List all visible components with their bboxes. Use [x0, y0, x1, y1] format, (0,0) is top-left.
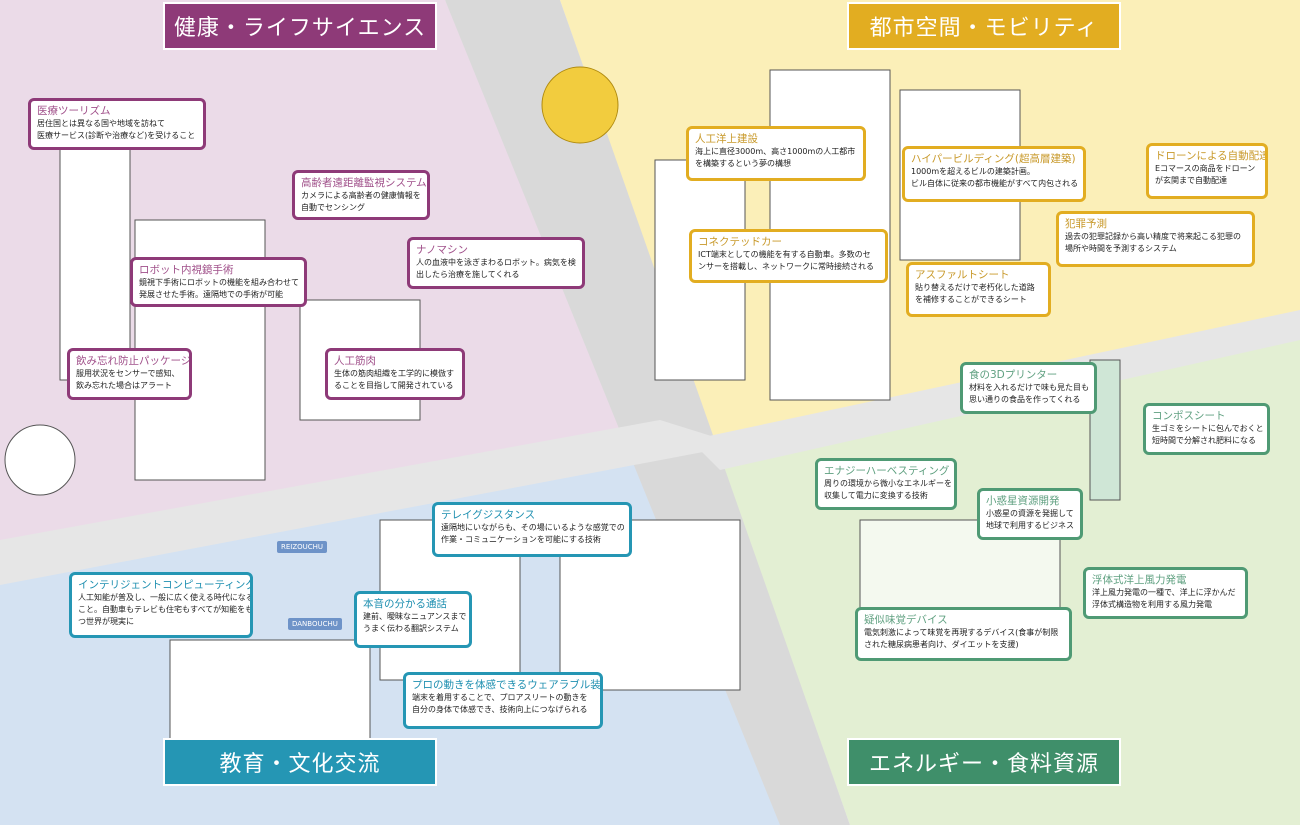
callout-title: 高齢者遠距離監視システム	[301, 177, 427, 189]
callout-line: 飲み忘れた場合はアラート	[76, 381, 172, 390]
callout-asteroid-mining: 小惑星資源開発小惑星の資源を発掘して地球で利用するビジネス	[977, 488, 1083, 540]
callout-line: こと。自動車もテレビも住宅もすべてが知能をも	[78, 605, 253, 614]
main-road	[445, 0, 850, 825]
callout-line: が玄関まで自動配達	[1155, 176, 1227, 185]
callout-title: 犯罪予測	[1065, 218, 1107, 230]
dome	[541, 66, 619, 144]
callout-connected-car: コネクテッドカー ICT端末としての機能を有する自動車。多数のセンサーを搭載し、ネ…	[689, 229, 888, 283]
callout-line: 医療サービス(診断や治療など)を受けること	[37, 131, 196, 140]
callout-line: 出したら治療を施してくれる	[416, 270, 520, 279]
callout-ocean-city: 人工洋上建設海上に直径3000m、高さ1000mの人工都市を構築するという夢の構…	[686, 126, 866, 181]
fridge-tag: REIZOUCHU	[277, 541, 328, 553]
callout-nanomachine: ナノマシン人の血液中を泳ぎまわるロボット。病気を検出したら治療を施してくれる	[407, 237, 585, 289]
callout-title: ナノマシン	[416, 244, 468, 256]
callout-title: 人工洋上建設	[695, 133, 758, 145]
header-city: 都市空間・モビリティ	[847, 2, 1121, 50]
callout-title: プロの動きを体感できるウェアラブル装置	[412, 679, 603, 691]
callout-medical-tourism: 医療ツーリズム居住国とは異なる国や地域を訪ねて医療サービス(診断や治療など)を受…	[28, 98, 206, 150]
callout-line: ICT端末としての機能を有する自動車。多数のセ	[698, 250, 871, 259]
callout-line: 思い通りの食品を作ってくれる	[969, 395, 1081, 404]
callout-title: 本音の分かる通話	[363, 598, 447, 610]
callout-line: 材料を入れるだけで味も見た目も	[969, 383, 1089, 392]
cross-road	[0, 420, 740, 585]
callout-line: 生ゴミをシートに包んでおくと	[1152, 424, 1264, 433]
header-energy: エネルギー・食料資源	[847, 738, 1121, 786]
callout-line: 1000mを超えるビルの建築計画。	[911, 167, 1035, 176]
callout-line: ることを目指して開発されている	[334, 381, 454, 390]
callout-line: 貼り替えるだけで老朽化した道路	[915, 283, 1035, 292]
callout-asphalt-sheet: アスファルトシート貼り替えるだけで老朽化した道路を補修することができるシート	[906, 262, 1051, 317]
callout-elderly-monitor: 高齢者遠距離監視システムカメラによる高齢者の健康情報を自動でセンシング	[292, 170, 430, 220]
callout-title: 医療ツーリズム	[37, 105, 111, 117]
callout-crime-prediction: 犯罪予測過去の犯罪記録から高い精度で将来起こる犯罪の場所や時間を予測するシステム	[1056, 211, 1255, 267]
callout-robot-endoscope: ロボット内視鏡手術鏡視下手術にロボットの機能を組み合わせて発展させた手術。遠隔地…	[130, 257, 307, 307]
callout-line: カメラによる高齢者の健康情報を	[301, 191, 421, 200]
callout-line: 浮体式構造物を利用する風力発電	[1092, 600, 1212, 609]
callout-line: 人の血液中を泳ぎまわるロボット。病気を検	[416, 258, 576, 267]
callout-title: インテリジェントコンピューティング	[78, 579, 253, 591]
callout-line: を構築するという夢の構想	[695, 159, 791, 168]
callout-line: 建前、曖昧なニュアンスまで	[363, 612, 467, 621]
callout-line: うまく伝わる翻訳システム	[363, 624, 459, 633]
callout-line: 場所や時間を予測するシステム	[1065, 244, 1177, 253]
callout-intelligent-computing: インテリジェントコンピューティング人工知能が普及し、一般に広く使える時代になるこ…	[69, 572, 253, 638]
callout-line: を補修することができるシート	[915, 295, 1027, 304]
callout-line: 人工知能が普及し、一般に広く使える時代になる	[78, 593, 253, 602]
header-education: 教育・文化交流	[163, 738, 437, 786]
callout-line: 居住国とは異なる国や地域を訪ねて	[37, 119, 165, 128]
callout-line: 海上に直径3000m、高さ1000mの人工都市	[695, 147, 856, 156]
callout-floating-wind: 浮体式洋上風力発電洋上風力発電の一種で、洋上に浮かんだ浮体式構造物を利用する風力…	[1083, 567, 1248, 619]
callout-title: ロボット内視鏡手術	[139, 264, 234, 276]
callout-line: 自動でセンシング	[301, 203, 365, 212]
callout-energy-harvesting: エナジーハーベスティング周りの環境から微小なエネルギーを収集して電力に変換する技…	[815, 458, 957, 510]
callout-line: 遠隔地にいながらも、その場にいるような感覚での	[441, 523, 625, 532]
callout-wearable: プロの動きを体感できるウェアラブル装置端末を着用することで、プロアスリートの動き…	[403, 672, 603, 729]
callout-line: ビル自体に従来の都市機能がすべて内包される	[911, 179, 1079, 188]
callout-artificial-muscle: 人工筋肉生体の筋肉組織を工学的に模倣することを目指して開発されている	[325, 348, 465, 400]
callout-food-3d-printer: 食の3Dプリンター材料を入れるだけで味も見た目も思い通りの食品を作ってくれる	[960, 362, 1097, 414]
callout-line: 発展させた手術。遠隔地での手術が可能	[139, 290, 283, 299]
callout-line: 周りの環境から微小なエネルギーを	[824, 479, 952, 488]
dome-left	[4, 424, 76, 496]
callout-title: ハイパービルディング(超高層建築)	[911, 153, 1076, 165]
callout-line: 地球で利用するビジネス	[986, 521, 1074, 530]
callout-line: された糖尿病患者向け、ダイエットを支援)	[864, 640, 1019, 649]
callout-title: 人工筋肉	[334, 355, 376, 367]
callout-taste-device: 疑似味覚デバイス電気刺激によって味覚を再現するデバイス(食事が制限された糖尿病患…	[855, 607, 1072, 661]
callout-title: テレイグジスタンス	[441, 509, 536, 521]
callout-line: つ世界が現実に	[78, 617, 134, 626]
callout-drone-delivery: ドローンによる自動配達 Eコマースの商品をドローンが玄関まで自動配達	[1146, 143, 1268, 199]
callout-title: ドローンによる自動配達	[1155, 150, 1268, 162]
callout-title: 疑似味覚デバイス	[864, 614, 948, 626]
callout-line: 洋上風力発電の一種で、洋上に浮かんだ	[1092, 588, 1236, 597]
callout-title: 食の3Dプリンター	[969, 369, 1058, 381]
callout-line: 作業・コミュニケーションを可能にする技術	[441, 535, 601, 544]
header-health: 健康・ライフサイエンス	[163, 2, 437, 50]
callout-title: 浮体式洋上風力発電	[1092, 574, 1187, 586]
callout-compost-sheet: コンポスシート生ゴミをシートに包んでおくと短時間で分解され肥料になる	[1143, 403, 1270, 455]
callout-line: 電気刺激によって味覚を再現するデバイス(食事が制限	[864, 628, 1059, 637]
callout-line: Eコマースの商品をドローン	[1155, 164, 1256, 173]
callout-true-call: 本音の分かる通話建前、曖昧なニュアンスまでうまく伝わる翻訳システム	[354, 591, 472, 648]
callout-title: コンポスシート	[1152, 410, 1226, 422]
callout-title: コネクテッドカー	[698, 236, 782, 248]
callout-pill-package: 飲み忘れ防止パッケージ服用状況をセンサーで感知、飲み忘れた場合はアラート	[67, 348, 192, 400]
callout-title: エナジーハーベスティング	[824, 465, 950, 477]
callout-title: アスファルトシート	[915, 269, 1010, 281]
callout-line: 服用状況をセンサーで感知、	[76, 369, 180, 378]
callout-line: 生体の筋肉組織を工学的に模倣す	[334, 369, 454, 378]
callout-title: 小惑星資源開発	[986, 495, 1060, 507]
callout-line: 収集して電力に変換する技術	[824, 491, 928, 500]
callout-line: 鏡視下手術にロボットの機能を組み合わせて	[139, 278, 299, 287]
callout-line: 自分の身体で体感でき、技術向上につなげられる	[412, 705, 588, 714]
callout-line: 短時間で分解され肥料になる	[1152, 436, 1256, 445]
callout-title: 飲み忘れ防止パッケージ	[76, 355, 192, 367]
callout-telexistence: テレイグジスタンス遠隔地にいながらも、その場にいるような感覚での作業・コミュニケ…	[432, 502, 632, 557]
callout-line: 端末を着用することで、プロアスリートの動きを	[412, 693, 588, 702]
callout-line: ンサーを搭載し、ネットワークに常時接続される	[698, 262, 874, 271]
callout-hyper-building: ハイパービルディング(超高層建築) 1000mを超えるビルの建築計画。ビル自体に従…	[902, 146, 1086, 202]
callout-line: 過去の犯罪記録から高い精度で将来起こる犯罪の	[1065, 232, 1241, 241]
callout-line: 小惑星の資源を発掘して	[986, 509, 1074, 518]
heater-tag: DANBOUCHU	[288, 618, 342, 630]
